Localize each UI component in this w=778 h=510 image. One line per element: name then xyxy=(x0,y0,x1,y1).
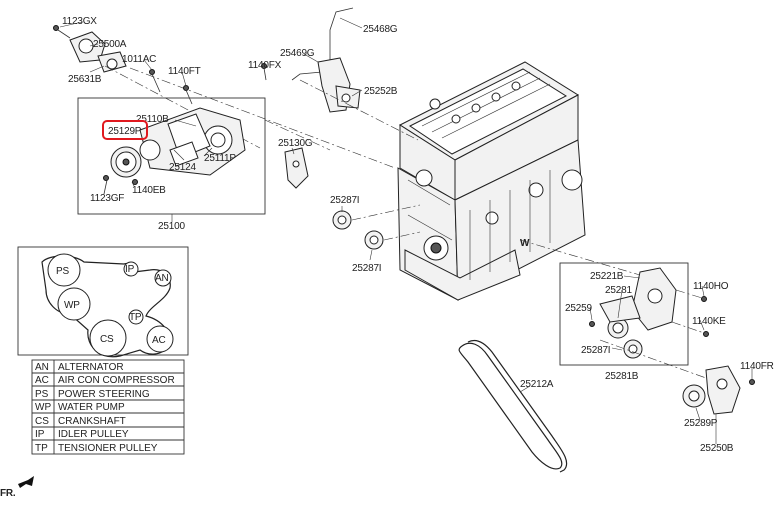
legend-name: ALTERNATOR xyxy=(58,362,124,373)
water-pipe xyxy=(261,7,361,113)
part-label-1140ke[interactable]: 1140KE xyxy=(692,316,726,327)
front-direction-marker: FR. xyxy=(0,476,34,499)
part-label-1140eb[interactable]: 1140EB xyxy=(132,185,166,196)
part-label-25100[interactable]: 25100 xyxy=(158,221,186,232)
part-label-25500a[interactable]: 25500A xyxy=(93,39,127,50)
water-pump-box xyxy=(77,97,266,215)
legend-name: IDLER PULLEY xyxy=(58,429,129,440)
part-label-25252b[interactable]: 25252B xyxy=(364,86,398,97)
part-label-25631b[interactable]: 25631B xyxy=(68,74,102,85)
belt-ps-label: PS xyxy=(56,266,69,277)
belt-tp-label: TP xyxy=(129,312,142,323)
legend-code: TP xyxy=(35,443,48,454)
part-label-25124[interactable]: 25124 xyxy=(169,162,197,173)
part-label-25250b[interactable]: 25250B xyxy=(700,443,734,454)
tensioner-25250b xyxy=(682,365,755,415)
part-label-1140ho[interactable]: 1140HO xyxy=(693,281,729,292)
leader-lines xyxy=(59,17,753,444)
part-label-25129p[interactable]: 25129P xyxy=(108,126,142,137)
part-label-25289p[interactable]: 25289P xyxy=(684,418,718,429)
legend-code: WP xyxy=(35,402,51,413)
belt-ac-label: AC xyxy=(152,335,166,346)
legend-code: PS xyxy=(35,389,49,400)
bolt-icon xyxy=(103,175,109,181)
highlight-box xyxy=(102,120,148,140)
part-label-1140ft[interactable]: 1140FT xyxy=(168,66,201,77)
bolt-icon xyxy=(701,296,707,302)
bracket-25130g xyxy=(284,147,309,189)
part-label-25259[interactable]: 25259 xyxy=(565,303,593,314)
water-pump xyxy=(110,107,246,178)
legend-table: AN ALTERNATOR AC AIR CON COMPRESSOR PS P… xyxy=(31,359,185,455)
part-label-25287i-c[interactable]: 25287I xyxy=(581,345,611,356)
legend-name: CRANKSHAFT xyxy=(58,416,126,427)
bolt-icon xyxy=(703,331,709,337)
legend-code: AN xyxy=(35,362,49,373)
front-label: FR. xyxy=(0,488,16,499)
belt-routing: PS IP AN WP CS TP AC xyxy=(41,253,174,358)
part-label-25221b[interactable]: 25221B xyxy=(590,271,624,282)
part-label-25468g[interactable]: 25468G xyxy=(363,24,398,35)
belt-cs-label: CS xyxy=(100,334,114,345)
front-arrow-icon xyxy=(18,476,34,488)
part-label-1123gf[interactable]: 1123GF xyxy=(90,193,124,204)
part-label-1011ac[interactable]: 1011AC xyxy=(122,54,156,65)
legend-code: CS xyxy=(35,416,49,427)
engine-block: W xyxy=(397,61,586,301)
part-label-25111p[interactable]: 25111P xyxy=(204,153,237,164)
part-label-1140fx[interactable]: 1140FX xyxy=(248,60,282,71)
idler-pulley-a xyxy=(332,210,352,230)
part-label-25281b[interactable]: 25281B xyxy=(605,371,639,382)
part-label-25110b[interactable]: 25110B xyxy=(136,114,169,125)
drive-belt xyxy=(458,339,568,473)
legend-name: POWER STEERING xyxy=(58,389,150,400)
belt-an-label: AN xyxy=(155,273,169,284)
legend-code: AC xyxy=(35,375,49,386)
part-label-25281[interactable]: 25281 xyxy=(605,285,633,296)
bolt-icon xyxy=(149,69,155,75)
engine-w-mark: W xyxy=(520,238,530,249)
bolt-icon xyxy=(132,179,138,185)
legend-name: TENSIONER PULLEY xyxy=(58,443,158,454)
part-label-25287i-b[interactable]: 25287I xyxy=(352,263,382,274)
part-label-25130g[interactable]: 25130G xyxy=(278,138,313,149)
part-label-25212a[interactable]: 25212A xyxy=(520,379,554,390)
bolt-icon xyxy=(183,85,189,91)
part-label-25287i-a[interactable]: 25287I xyxy=(330,195,360,206)
idler-pulley-b xyxy=(364,230,384,250)
legend-code: IP xyxy=(35,429,45,440)
belt-ip-label: IP xyxy=(125,264,135,275)
part-label-1123gx[interactable]: 1123GX xyxy=(62,16,97,27)
tensioner-box xyxy=(559,262,689,366)
part-label-1140fr[interactable]: 1140FR xyxy=(740,361,774,372)
belt-wp-label: WP xyxy=(64,300,80,311)
legend-name: AIR CON COMPRESSOR xyxy=(58,375,175,386)
part-labels: 1123GX 25500A 25631B 1011AC 1140FT 1140F… xyxy=(62,16,774,454)
legend-name: WATER PUMP xyxy=(58,402,125,413)
part-label-25469g[interactable]: 25469G xyxy=(280,48,315,59)
